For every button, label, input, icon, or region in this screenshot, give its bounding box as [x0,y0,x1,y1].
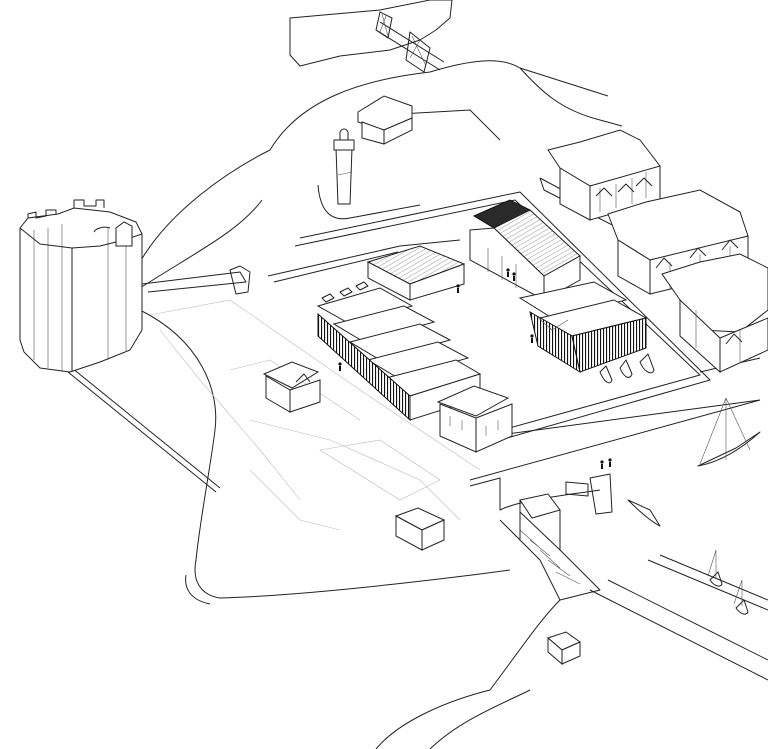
corner-house [436,385,513,453]
shed [394,507,582,666]
round-tower [19,199,251,373]
person-figure [338,268,612,469]
lighthouse [333,128,355,205]
townhouse-row [547,129,768,374]
courtyard-building-complex [267,199,655,422]
sailboat [627,397,761,615]
lifting-bridge [375,11,445,73]
small-house-west [262,361,321,413]
small-house-north [357,95,413,145]
harbour-bridge [499,473,613,601]
